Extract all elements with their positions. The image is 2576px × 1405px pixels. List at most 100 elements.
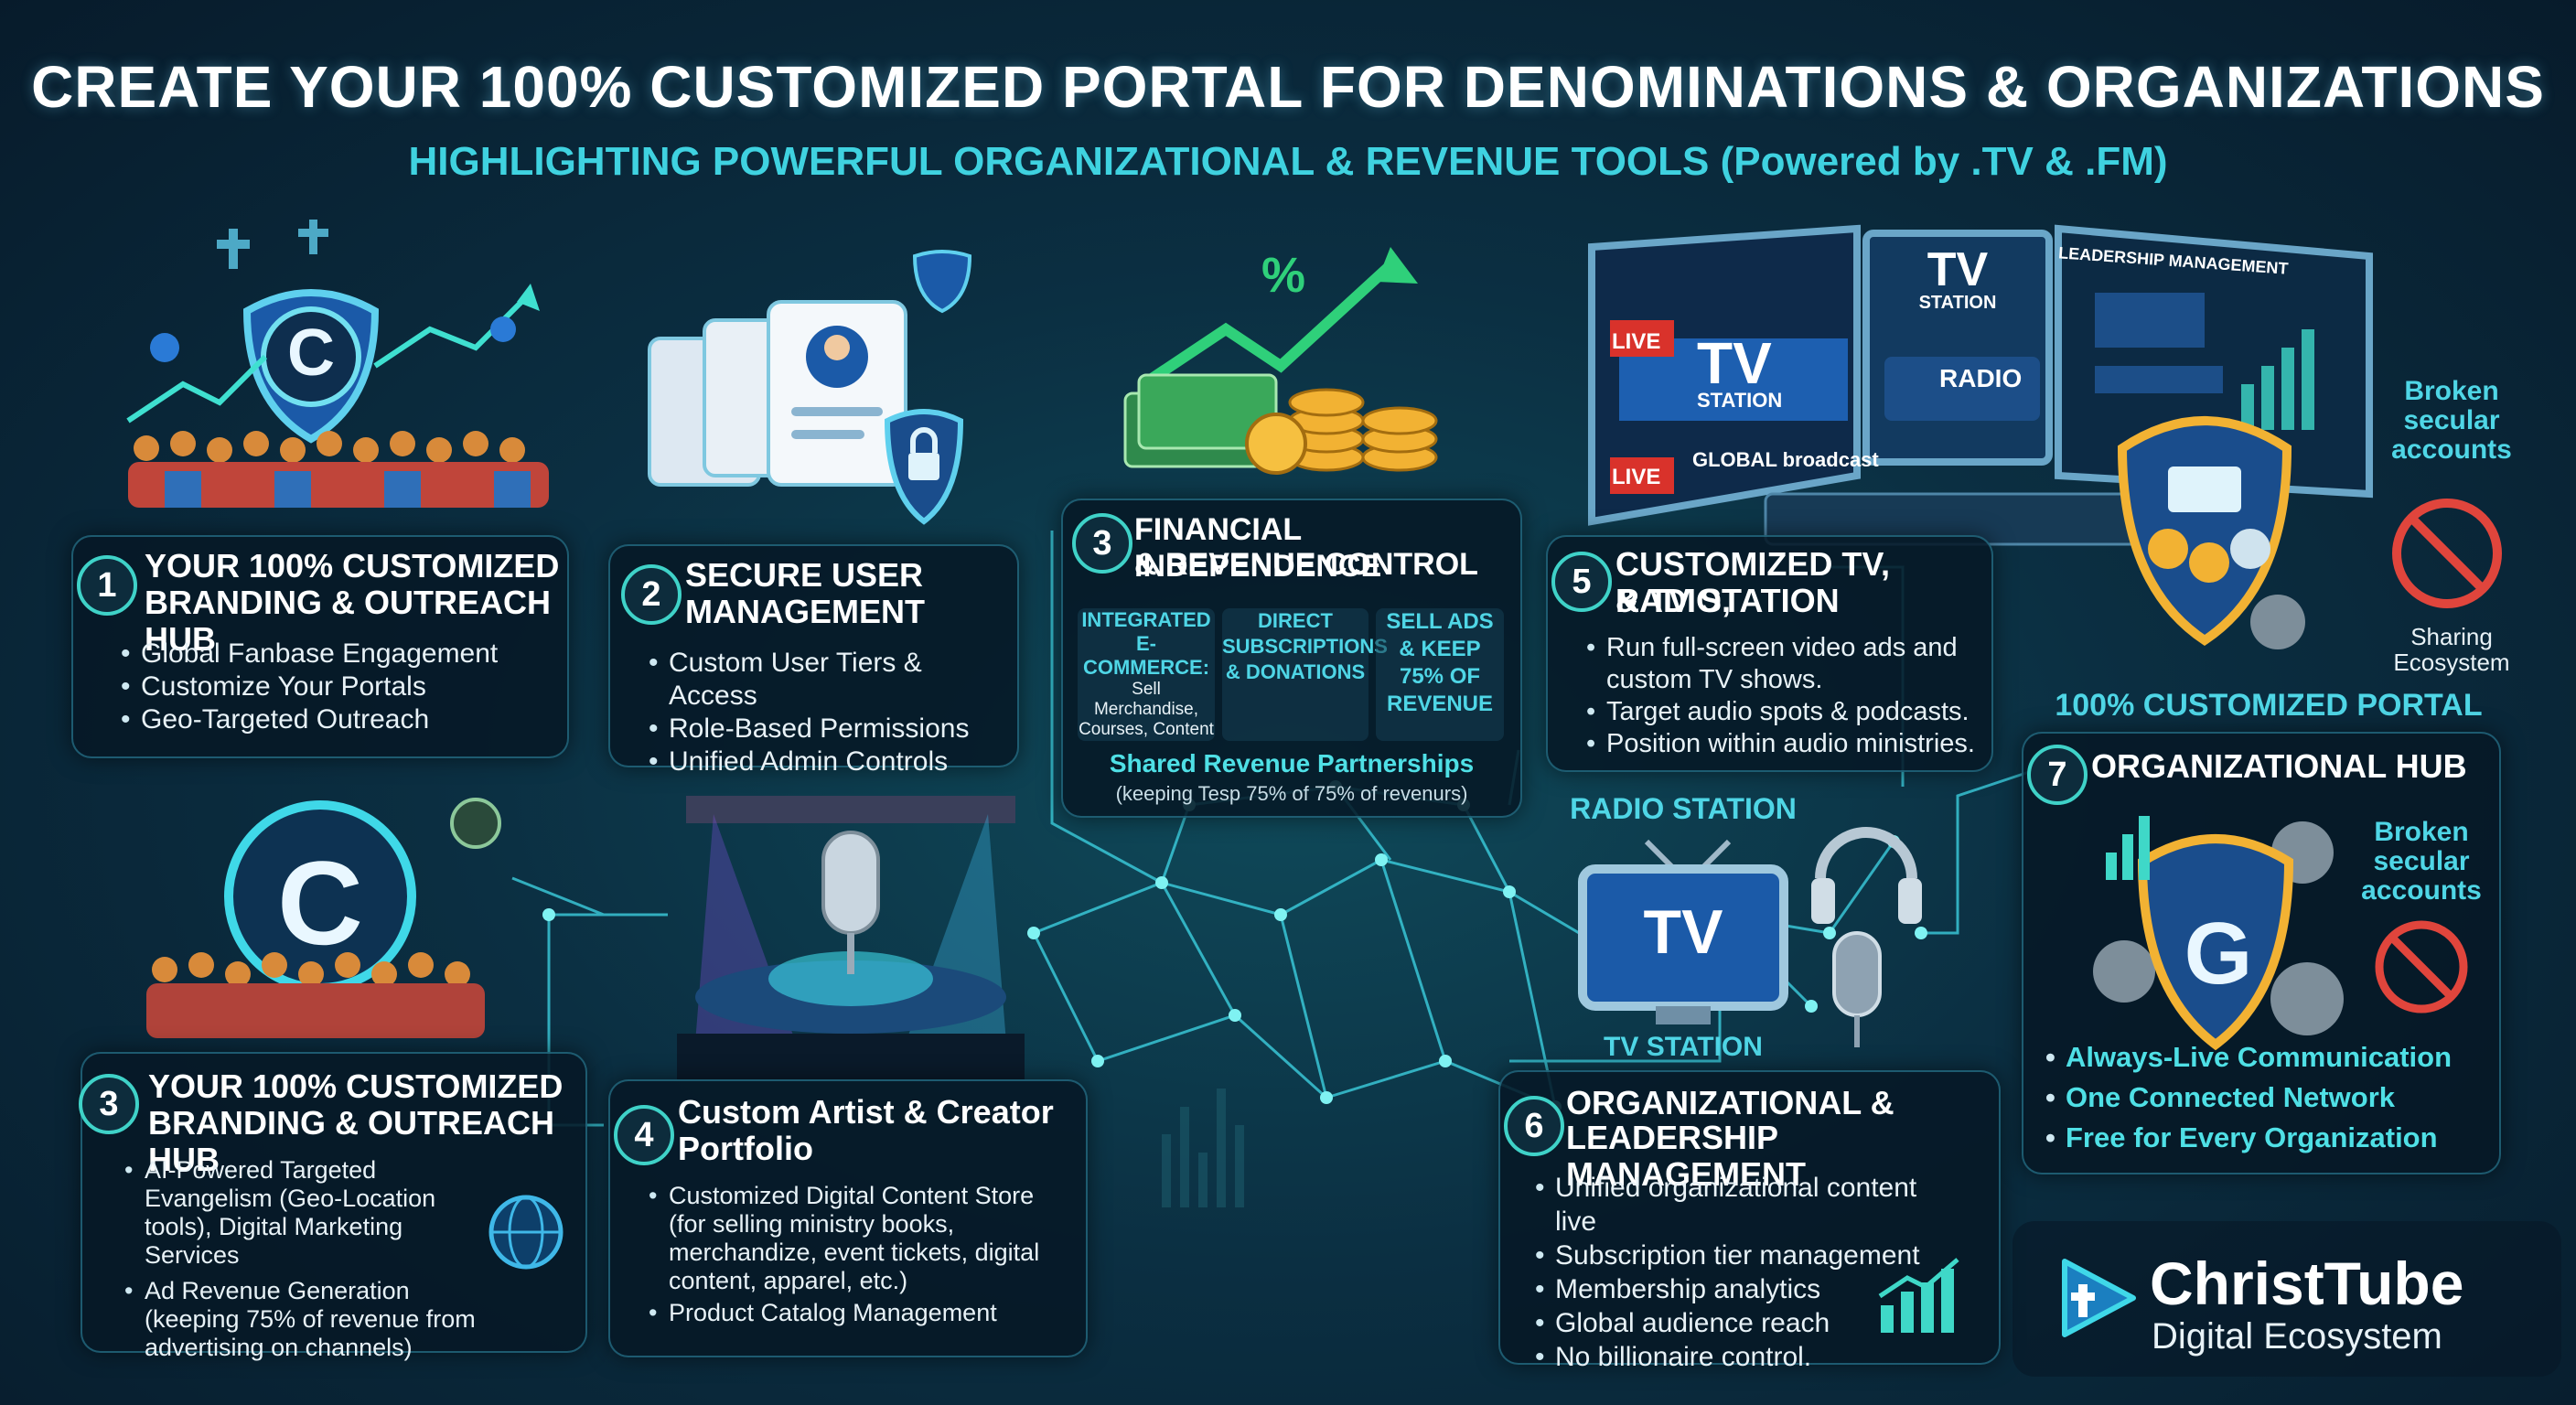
panel-title-line1: YOUR 100% CUSTOMIZED <box>148 1067 564 1105</box>
sharing-ecosystem-label: Sharing Ecosystem <box>2393 623 2510 676</box>
panel-title-line1: SECURE USER <box>685 556 924 594</box>
bullet: No billionaire control. <box>1533 1340 1936 1374</box>
panel-artist-portfolio: 4 Custom Artist & Creator Portfolio Cust… <box>608 1079 1088 1357</box>
hub-shield-icon <box>2093 816 2344 1051</box>
tv-radio-illustration <box>1578 827 1922 1047</box>
user-cards-illustration <box>648 250 972 525</box>
bullet: AI-Powered Targeted Evangelism (Geo-Loca… <box>123 1156 488 1270</box>
bullet: Position within audio ministries. <box>1584 728 1987 760</box>
panel-title-line2: & TV STATION <box>1615 582 1840 619</box>
stage-microphone-illustration <box>677 796 1025 1079</box>
bullet: Customize Your Portals <box>119 670 549 703</box>
panel-title-line2: & REVENUE CONTROL <box>1134 547 1478 582</box>
monitor-station-text: STATION <box>1697 389 1783 412</box>
panel-financial-independence: 3 FINANCIAL INDEPENDENCE & REVENUE CONTR… <box>1061 499 1522 818</box>
monitor-tv-text: TV <box>1697 330 1772 396</box>
branding-hub-illustration <box>126 220 549 508</box>
shared-revenue-title: Shared Revenue Partnerships <box>1109 749 1475 778</box>
bullet: Run full-screen video ads and custom TV … <box>1584 632 1987 696</box>
hub-g-letter: G <box>2184 905 2253 1003</box>
tv-station-label: TV STATION <box>1604 1032 1763 1062</box>
bullet-list: Unified organizational content live Subs… <box>1533 1171 1936 1374</box>
brand-logo: ChristTube Digital Ecosystem <box>2012 1221 2561 1377</box>
bullet: Custom User Tiers & Access <box>647 647 1013 713</box>
radio-screen-text: RADIO <box>1939 364 2023 392</box>
money-coins-illustration <box>1123 247 1438 475</box>
monitor-station-text: STATION <box>1918 293 1997 313</box>
panel-title: ORGANIZATIONAL HUB <box>2091 747 2467 785</box>
percent-icon: % <box>1261 248 1305 303</box>
broken-secular-accounts-label: Broken secular accounts <box>2391 376 2512 465</box>
bullet: Geo-Targeted Outreach <box>119 703 549 736</box>
panel-title-line1: ORGANIZATIONAL & <box>1566 1084 1894 1121</box>
outreach-hub-illustration <box>146 798 501 1038</box>
bullet: Membership analytics <box>1533 1272 1936 1306</box>
bullet: One Connected Network <box>2044 1078 2483 1118</box>
bullet: Global Fanbase Engagement <box>119 638 549 670</box>
monitor-tv-text: TV <box>1927 243 1989 296</box>
bullet: Subscription tier management <box>1533 1239 1936 1272</box>
growth-chart-icon <box>1878 1258 1959 1333</box>
panel-title-line2: MANAGEMENT <box>685 593 925 630</box>
ecommerce-title: INTEGRATED E-COMMERCE: <box>1081 608 1211 679</box>
step-number-badge: 6 <box>1504 1096 1564 1156</box>
panel-user-management: 2 SECURE USER MANAGEMENT Custom User Tie… <box>608 544 1019 778</box>
bullet: Role-Based Permissions <box>647 713 1013 745</box>
bullet: Free for Every Organization <box>2044 1118 2483 1158</box>
bullet: Product Catalog Management <box>647 1299 1068 1327</box>
live-badge: LIVE <box>1612 329 1661 354</box>
step-number-badge: 5 <box>1551 552 1612 612</box>
bullet: Global audience reach <box>1533 1306 1936 1340</box>
step-number-badge: 7 <box>2027 745 2088 805</box>
globe-network-icon <box>488 1195 564 1270</box>
bullet: Unified organizational content live <box>1533 1171 1936 1239</box>
panel-tv-radio: 5 CUSTOMIZED TV, RADIO, & TV STATION Run… <box>1546 535 1993 772</box>
bullet: Ad Revenue Generation (keeping 75% of re… <box>123 1277 488 1362</box>
customized-portal-label: 100% CUSTOMIZED PORTAL <box>2055 688 2483 723</box>
tv-glyph: TV <box>1643 897 1723 967</box>
brand-tagline: Digital Ecosystem <box>2152 1316 2442 1357</box>
broken-accounts-icon <box>2375 920 2468 1014</box>
bullet-list: Global Fanbase Engagement Customize Your… <box>119 638 549 736</box>
ecommerce-column: INTEGRATED E-COMMERCE: Sell Merchandise,… <box>1078 608 1215 741</box>
bullet: Unified Admin Controls <box>647 745 1013 778</box>
bullet-list: Custom User Tiers & Access Role-Based Pe… <box>647 647 1013 778</box>
radio-station-label: RADIO STATION <box>1570 792 1797 825</box>
broken-accounts-icon <box>2392 499 2502 608</box>
step-number-badge: 2 <box>621 564 682 625</box>
step-number-badge: 4 <box>614 1105 674 1165</box>
global-broadcast-text: GLOBAL broadcast <box>1692 448 1879 471</box>
shield-c-letter: C <box>287 316 335 390</box>
panel-title-line1: CUSTOMIZED TV, RADIO, <box>1615 545 1891 619</box>
live-badge: LIVE <box>1612 465 1661 489</box>
panel-title-line1: Custom Artist & Creator <box>678 1093 1054 1131</box>
bullet: Target audio spots & podcasts. <box>1584 696 1987 728</box>
bullet-list: Customized Digital Content Store (for se… <box>647 1182 1068 1327</box>
shared-revenue-sub: (keeping Tesp 75% of 75% of revenurs) <box>1115 782 1468 805</box>
bullet-list: Always-Live Communication One Connected … <box>2044 1037 2483 1158</box>
step-number-badge: 1 <box>77 555 137 616</box>
subscriptions-column: DIRECT SUBSCRIPTIONS & DONATIONS <box>1222 608 1388 741</box>
ecommerce-shield-icon <box>2117 416 2305 649</box>
bullet-list: Run full-screen video ads and custom TV … <box>1584 632 1987 760</box>
brand-name: ChristTube <box>2150 1249 2464 1317</box>
bullet: Customized Digital Content Store (for se… <box>647 1182 1068 1295</box>
panel-branding-hub: 1 YOUR 100% CUSTOMIZED BRANDING & OUTREA… <box>71 535 569 758</box>
bullet-list: AI-Powered Targeted Evangelism (Geo-Loca… <box>123 1156 488 1362</box>
panel-title-line1: FINANCIAL INDEPENDENCE <box>1134 512 1382 584</box>
broken-secular-accounts-label: Broken secular accounts <box>2361 817 2482 906</box>
panel-title-line1: YOUR 100% CUSTOMIZED <box>145 547 560 585</box>
logo-c-letter: C <box>277 836 363 970</box>
ads-revenue-column: SELL ADS & KEEP 75% OF REVENUE <box>1376 608 1504 741</box>
step-number-badge: 3 <box>79 1074 139 1134</box>
bullet: Always-Live Communication <box>2044 1037 2483 1078</box>
panel-title-line2: Portfolio <box>678 1130 813 1167</box>
panel-organizational-hub: 7 ORGANIZATIONAL HUB G Broken secular ac… <box>2022 732 2501 1174</box>
ecommerce-sub: Sell Merchandise, Courses, Content <box>1079 680 1214 739</box>
broadcast-monitors-illustration <box>1588 224 2373 546</box>
page-subtitle: HIGHLIGHTING POWERFUL ORGANIZATIONAL & R… <box>408 139 2168 184</box>
step-number-badge: 3 <box>1072 513 1132 574</box>
page-title: CREATE YOUR 100% CUSTOMIZED PORTAL FOR D… <box>31 54 2545 120</box>
panel-leadership-management: 6 ORGANIZATIONAL & LEADERSHIP MANAGEMENT… <box>1498 1070 2001 1374</box>
panel-outreach-hub: 3 YOUR 100% CUSTOMIZED BRANDING & OUTREA… <box>79 1052 587 1361</box>
